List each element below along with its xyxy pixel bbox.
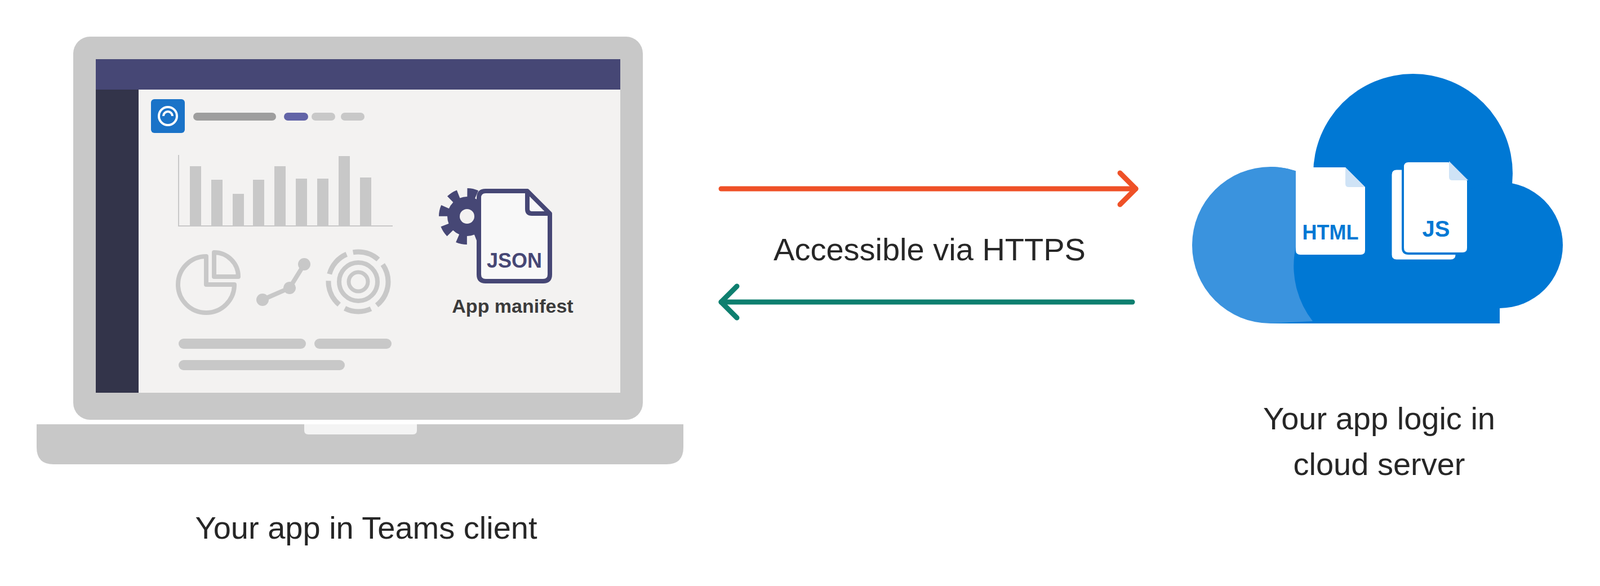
tab-pill (340, 112, 365, 121)
laptop-lid (73, 36, 643, 420)
chart-bar (317, 178, 329, 226)
chart-bar (274, 166, 286, 226)
js-file-illustration (1389, 160, 1470, 262)
file-type-text: JS (1402, 212, 1470, 246)
target-icon-ring (339, 262, 378, 301)
file-type-text: HTML (1293, 218, 1368, 248)
pie-slice-icon (214, 252, 239, 277)
html-file-icon: HTML (1293, 165, 1368, 257)
arrow-head (1120, 172, 1136, 205)
js-file-icon: JS (1389, 160, 1470, 262)
request-arrow (721, 172, 1136, 205)
title-placeholder (193, 112, 277, 121)
file-caption: App manifest (428, 292, 598, 320)
line-icon-dot (283, 281, 296, 295)
chart-bar (360, 177, 372, 226)
response-arrow (721, 286, 1133, 318)
node-caption: Your app in Teams client (84, 504, 648, 551)
laptop-screen (95, 59, 621, 393)
line-icon-dot (298, 258, 311, 271)
connection-label: Accessible via HTTPS (732, 226, 1127, 273)
line-icon-dot (256, 293, 269, 306)
teams-sidebar (95, 89, 139, 393)
chart-bar (189, 166, 202, 226)
chart-bar (232, 193, 244, 226)
node-caption: Your app logic in cloud server (1227, 395, 1532, 487)
app-icon-ring (158, 107, 177, 126)
arrow-line (721, 186, 1136, 192)
file-fold (1449, 161, 1469, 181)
cloud-illustration (1183, 56, 1578, 508)
manifest-file-icon: JSON App manifest (428, 185, 598, 322)
app-icon (150, 99, 185, 133)
chart-axis (178, 154, 180, 227)
chart-axis (178, 225, 393, 227)
file-fold (527, 190, 550, 214)
arrow-head (721, 286, 737, 318)
chart-bar (295, 178, 308, 226)
text-placeholder (178, 360, 345, 371)
laptop-notch (304, 424, 417, 435)
cloud-server: Your app logic in cloud server HTML JS (1183, 56, 1578, 508)
pie-icon (178, 256, 235, 313)
line-icon (262, 264, 305, 300)
gear-hole (459, 209, 475, 224)
arrow-line (721, 299, 1133, 305)
text-placeholder (178, 338, 306, 349)
file-type-text: JSON (476, 246, 553, 276)
teams-title-bar (95, 59, 621, 90)
file-fold (1345, 167, 1366, 188)
target-icon-core (348, 272, 368, 292)
teams-client-laptop: Your app in Teams client JSON App manifes… (0, 0, 699, 564)
target-icon (328, 251, 389, 312)
laptop-base (36, 424, 684, 465)
bar-chart (189, 156, 372, 226)
chart-bar (252, 179, 265, 226)
laptop-illustration (0, 0, 699, 564)
tab-pill (311, 112, 336, 121)
tab-pill-active (283, 112, 309, 121)
app-icon-swirl (163, 111, 173, 117)
chart-bar (211, 179, 223, 226)
text-placeholder (314, 338, 392, 349)
chart-bar (338, 156, 350, 226)
